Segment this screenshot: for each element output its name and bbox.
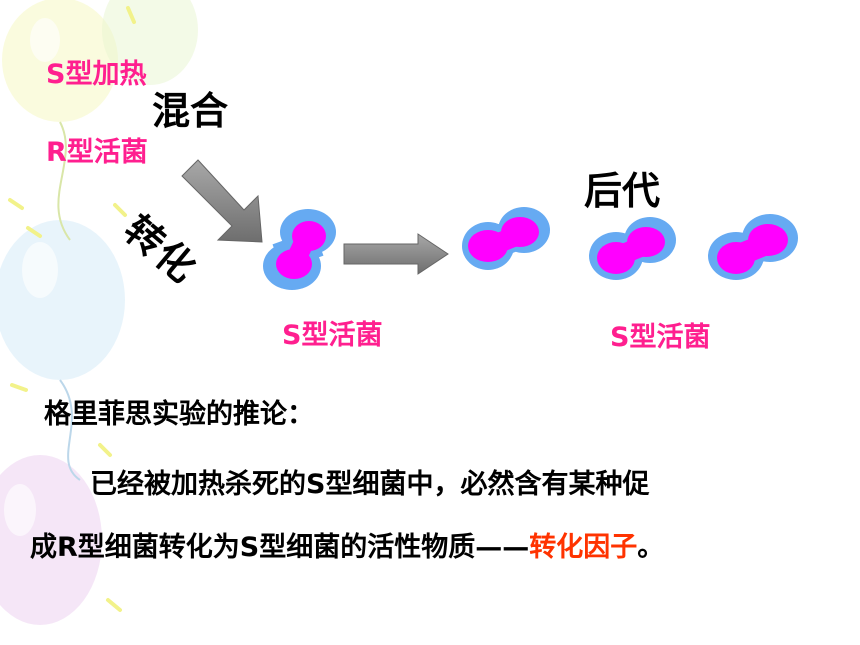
transforming-factor-highlight: 转化因子 <box>529 532 638 563</box>
balloon-string <box>57 121 71 241</box>
result-label-right: S型活菌 <box>610 322 711 353</box>
s-type-bacterium <box>589 217 676 280</box>
balloon-highlight <box>22 242 58 298</box>
green-balloon-icon <box>102 0 198 85</box>
conclusion-heading: 格里菲思实验的推论： <box>44 399 314 430</box>
sparkle-icon <box>8 6 136 612</box>
s-type-bacterium <box>708 214 798 280</box>
conclusion-line-2: 成R型细菌转化为S型细菌的活性物质——转化因子。 <box>30 525 664 564</box>
balloon-highlight <box>4 484 36 536</box>
conclusion-line-1: 已经被加热杀死的S型细菌中，必然含有某种促 <box>90 469 650 500</box>
result-label-left: S型活菌 <box>282 320 383 351</box>
offspring-arrow-icon <box>343 233 449 275</box>
conclusion-line-2-text: 成R型细菌转化为S型细菌的活性物质—— <box>30 532 530 563</box>
s-type-bacterium <box>263 209 336 290</box>
s-type-bacterium <box>462 207 550 270</box>
mix-label: 混合 <box>152 89 229 133</box>
balloon-string <box>59 379 81 481</box>
conclusion-line-2-end: 。 <box>637 532 665 563</box>
heated-s-type-label: S型加热 <box>46 59 147 90</box>
transform-arrow-icon <box>181 159 263 243</box>
yellow-balloon-icon <box>2 0 118 122</box>
offspring-label: 后代 <box>584 169 661 213</box>
balloon-highlight <box>30 18 60 62</box>
live-r-type-label: R型活菌 <box>46 137 148 168</box>
